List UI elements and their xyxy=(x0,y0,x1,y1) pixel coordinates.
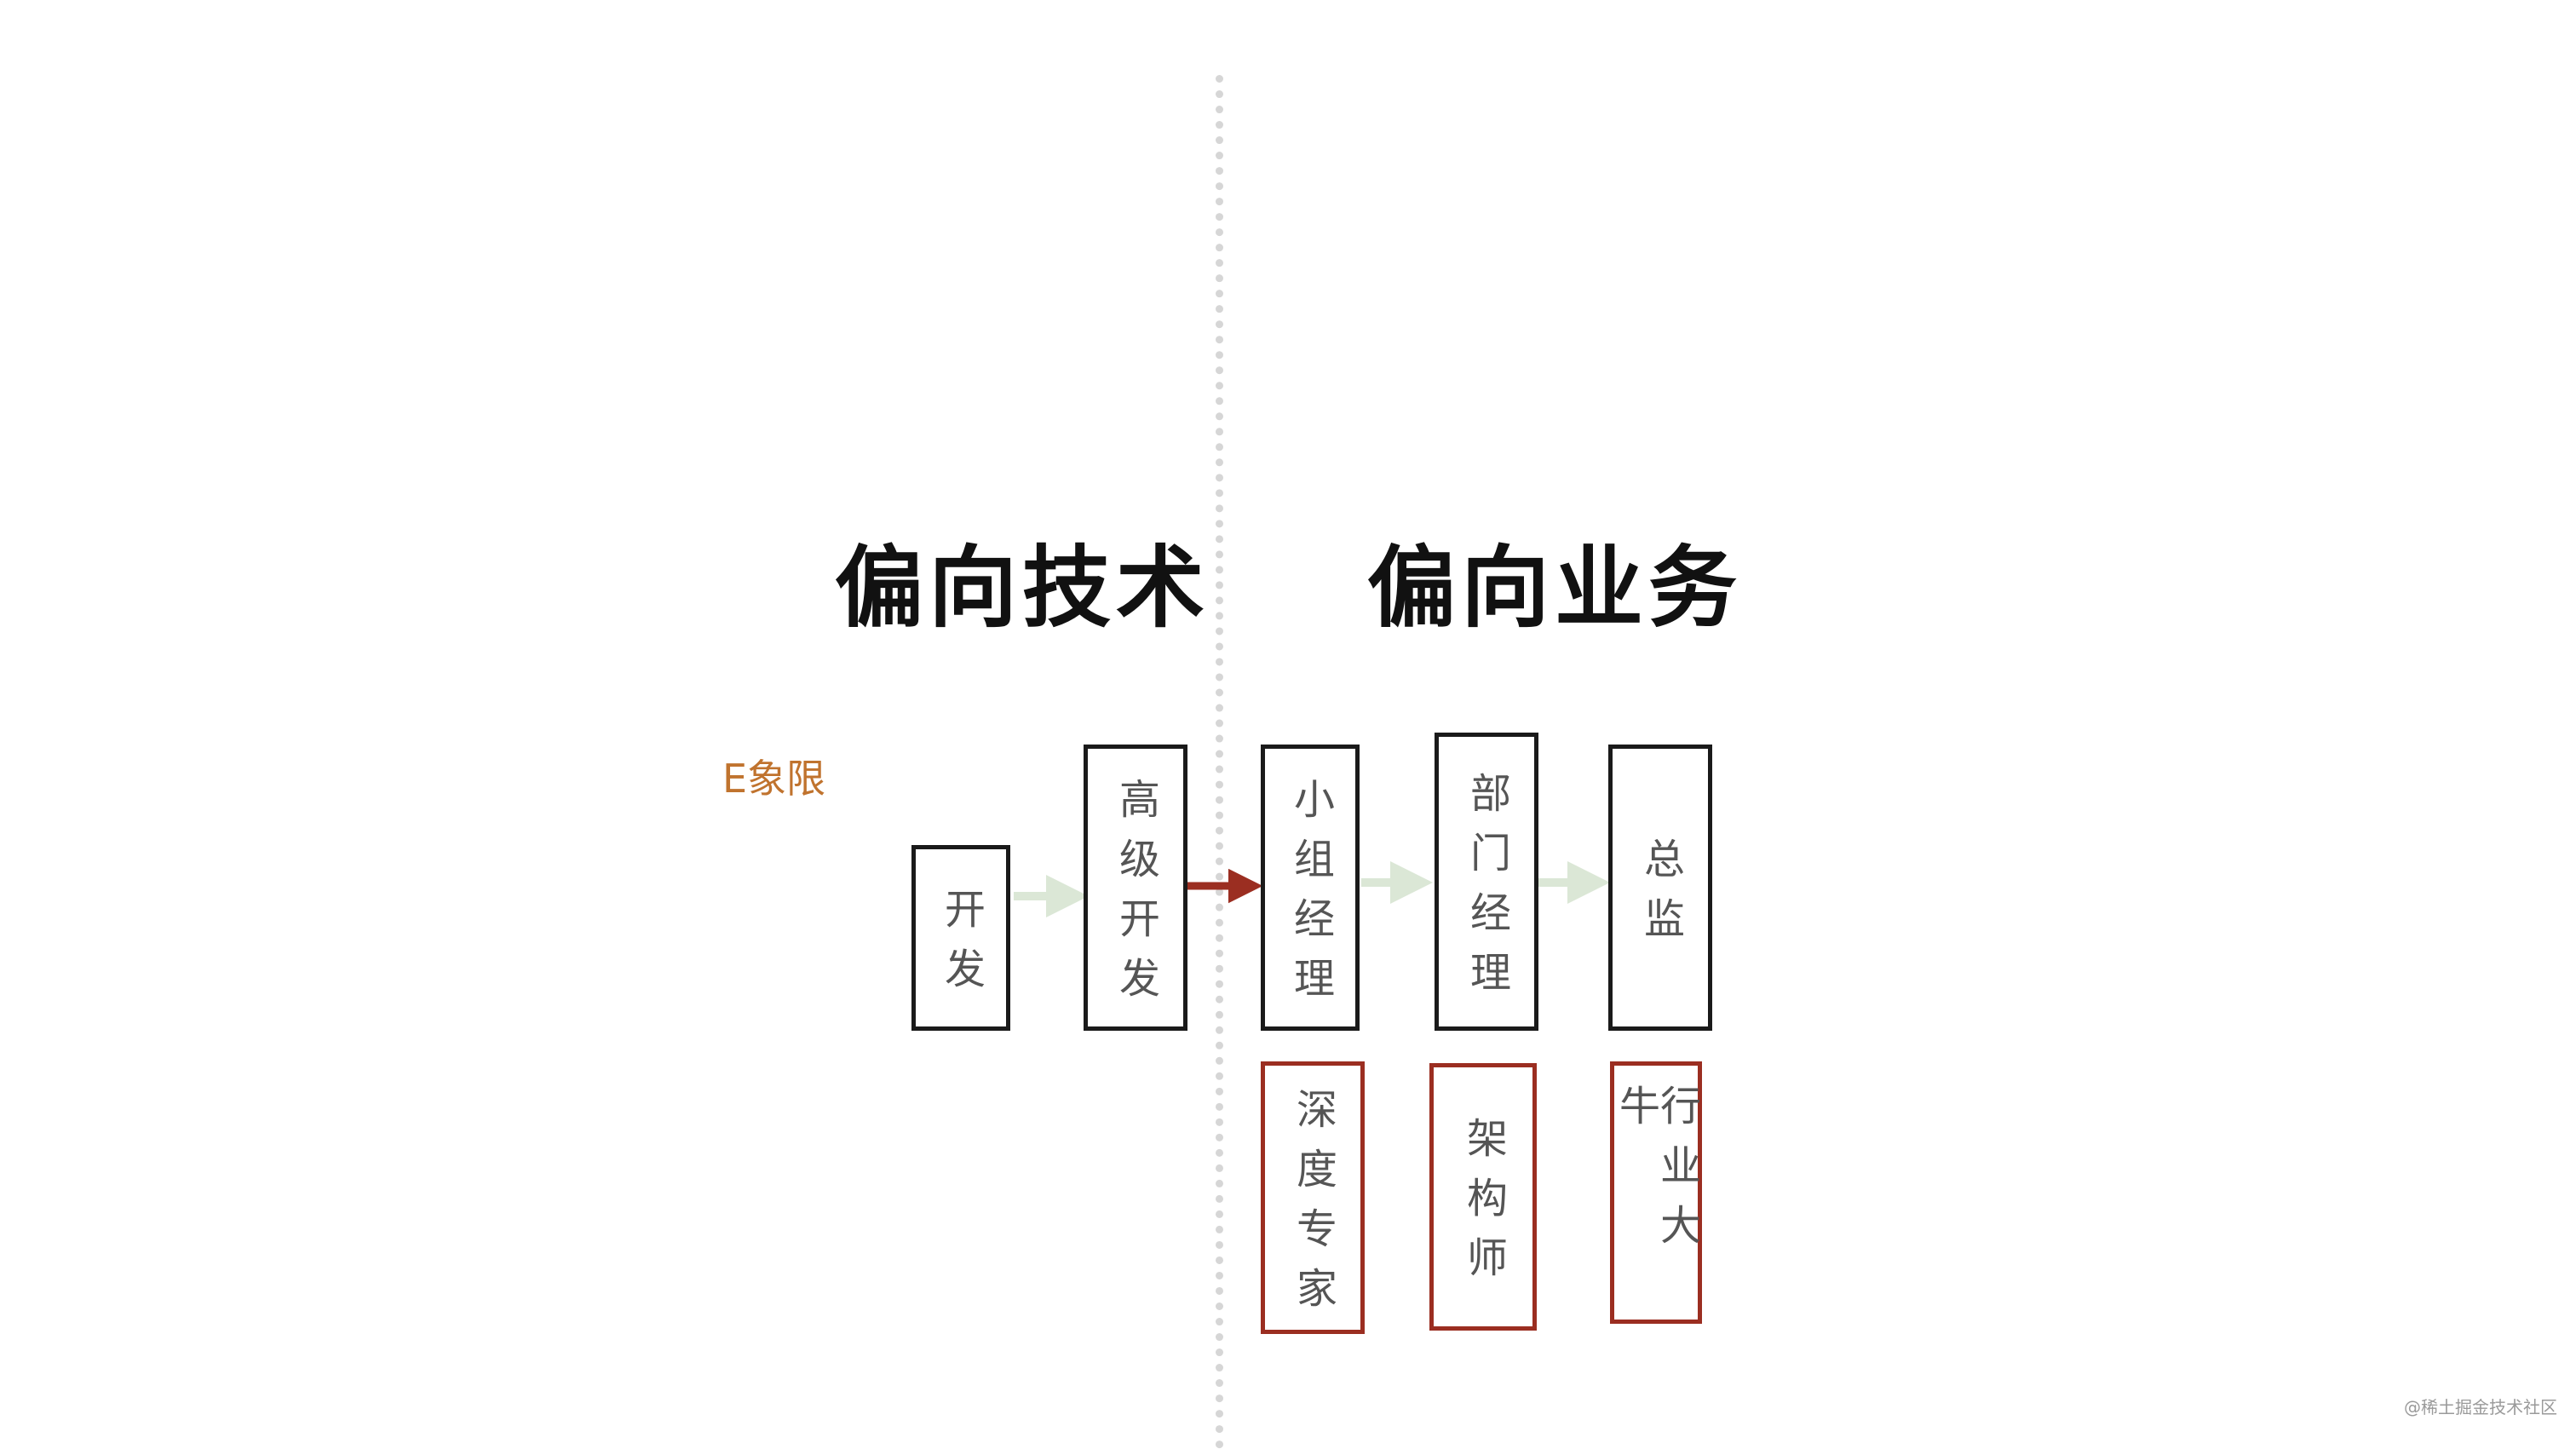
box-senior-dev-label: 高级开发 xyxy=(1112,778,1159,1016)
box-deep-expert-label: 深度专家 xyxy=(1289,1088,1337,1326)
box-director: 总监 xyxy=(1608,745,1712,1031)
box-architect-label: 架构师 xyxy=(1459,1117,1507,1296)
box-industry-leader: 行业大牛 xyxy=(1610,1061,1702,1324)
box-dept-manager-label: 部门经理 xyxy=(1463,772,1510,1010)
tech-business-divider xyxy=(1216,75,1223,1449)
box-deep-expert: 深度专家 xyxy=(1261,1061,1365,1334)
box-director-label: 总监 xyxy=(1636,837,1684,957)
watermark: @稀土掘金技术社区 xyxy=(2404,1397,2557,1417)
quadrant-label: E象限 xyxy=(722,756,826,802)
box-industry-leader-label: 行业大牛 xyxy=(1612,1084,1700,1263)
heading-business: 偏向业务 xyxy=(1367,535,1743,640)
box-architect: 架构师 xyxy=(1429,1063,1537,1331)
heading-tech: 偏向技术 xyxy=(835,535,1210,640)
box-team-manager: 小组经理 xyxy=(1261,745,1360,1031)
box-dev-label: 开发 xyxy=(937,888,985,1007)
box-dept-manager: 部门经理 xyxy=(1435,733,1538,1031)
box-team-manager-label: 小组经理 xyxy=(1286,778,1334,1016)
box-dev: 开发 xyxy=(911,845,1010,1031)
box-senior-dev: 高级开发 xyxy=(1084,745,1187,1031)
